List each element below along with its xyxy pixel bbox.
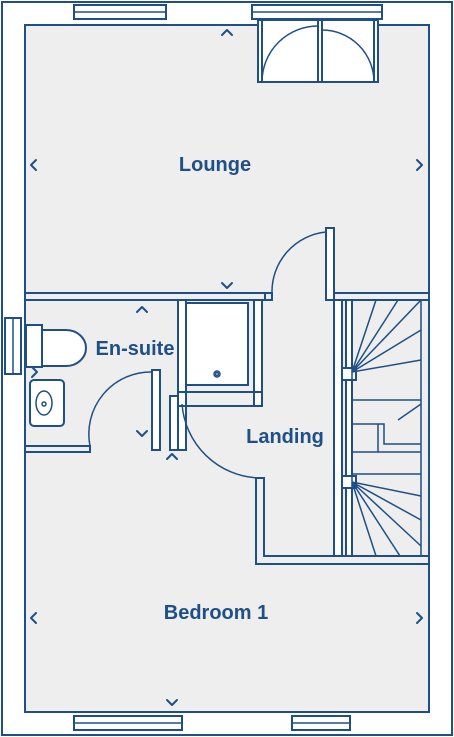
staircase <box>333 299 422 557</box>
chevron-up-icon <box>221 29 233 36</box>
internal-wall-ensuite <box>24 445 91 453</box>
chevron-down-icon <box>221 282 233 289</box>
chevron-left-icon <box>30 612 37 624</box>
french-doors <box>257 19 379 83</box>
chevron-down-icon <box>136 430 148 437</box>
chevron-down-icon <box>166 699 178 706</box>
chevron-up-icon <box>166 453 178 460</box>
chevron-right-icon <box>31 366 38 378</box>
room-label-landing: Landing <box>246 426 324 448</box>
room-label-bedroom-1: Bedroom 1 <box>164 602 268 624</box>
chevron-left-icon <box>30 159 37 171</box>
room-label-lounge: Lounge <box>179 154 251 176</box>
chevron-right-icon <box>416 612 423 624</box>
room-label-en-suite: En-suite <box>96 338 175 360</box>
toilet <box>25 324 87 368</box>
basin <box>29 379 65 427</box>
chevron-up-icon <box>136 306 148 313</box>
chevron-right-icon <box>416 159 423 171</box>
